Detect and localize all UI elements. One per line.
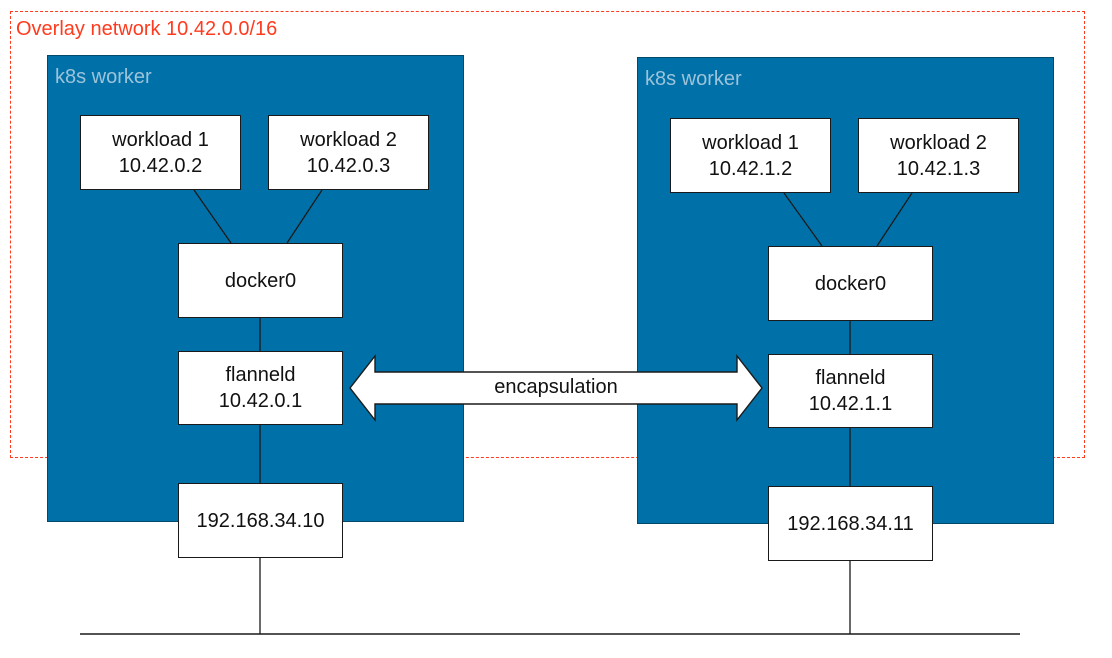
flanneld-name: flanneld bbox=[815, 367, 886, 389]
host-ip-box: 192.168.34.11 bbox=[768, 486, 933, 561]
host-ip: 192.168.34.11 bbox=[787, 512, 914, 535]
overlay-network-label: Overlay network 10.42.0.0/16 bbox=[16, 18, 278, 40]
bridge-name: docker0 bbox=[224, 269, 297, 292]
overlay-network-region bbox=[10, 11, 1085, 458]
workload-name: workload 2 bbox=[300, 128, 397, 151]
encapsulation-arrow bbox=[349, 353, 763, 423]
encapsulation-label: encapsulation bbox=[494, 376, 618, 398]
flanneld-box: flanneld 10.42.1.1 bbox=[768, 354, 933, 428]
docker0-bridge-box: docker0 bbox=[768, 246, 933, 321]
workload-ip: 10.42.0.2 bbox=[118, 154, 203, 177]
workload-ip: 10.42.1.3 bbox=[896, 157, 981, 180]
workload-ip: 10.42.0.3 bbox=[306, 154, 391, 177]
worker-2-label: k8s worker bbox=[645, 68, 742, 90]
workload-name: workload 1 bbox=[702, 131, 799, 154]
worker-1-label: k8s worker bbox=[55, 66, 152, 88]
flanneld-name: flanneld bbox=[225, 364, 296, 386]
workload-ip: 10.42.1.2 bbox=[708, 157, 793, 180]
workload-name: workload 2 bbox=[890, 131, 987, 154]
host-ip: 192.168.34.10 bbox=[196, 509, 325, 532]
flanneld-ip: 10.42.1.1 bbox=[808, 393, 893, 415]
docker0-bridge-box: docker0 bbox=[178, 243, 343, 318]
workload-box: workload 1 10.42.1.2 bbox=[670, 118, 831, 193]
flanneld-ip: 10.42.0.1 bbox=[218, 390, 303, 412]
workload-name: workload 1 bbox=[112, 128, 209, 151]
workload-box: workload 2 10.42.1.3 bbox=[858, 118, 1019, 193]
host-ip-box: 192.168.34.10 bbox=[178, 483, 343, 558]
bridge-name: docker0 bbox=[814, 272, 887, 295]
workload-box: workload 1 10.42.0.2 bbox=[80, 115, 241, 190]
flanneld-box: flanneld 10.42.0.1 bbox=[178, 351, 343, 425]
workload-box: workload 2 10.42.0.3 bbox=[268, 115, 429, 190]
